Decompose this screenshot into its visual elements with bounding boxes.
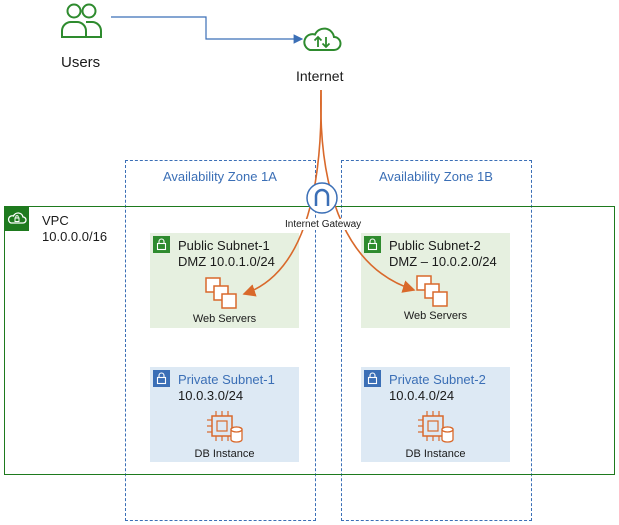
availability-zone-1a-label: Availability Zone 1A <box>163 169 277 184</box>
public-subnet-2-caption: Web Servers <box>403 310 468 322</box>
lock-icon <box>153 236 170 253</box>
public-subnet-1-cidr: DMZ 10.0.1.0/24 <box>178 254 275 269</box>
web-servers-icon <box>205 277 243 318</box>
lock-icon <box>364 370 381 387</box>
internet-gateway-label: Internet Gateway <box>284 219 363 230</box>
db-instance-icon <box>417 410 457 451</box>
internet-cloud-icon <box>302 23 342 60</box>
availability-zone-1b <box>341 160 532 521</box>
vpc-cidr: 10.0.0.0/16 <box>42 229 108 244</box>
private-subnet-1-name: Private Subnet-1 <box>178 372 275 387</box>
lock-icon <box>153 370 170 387</box>
db-instance-icon <box>206 410 246 451</box>
public-subnet-1-name: Public Subnet-1 <box>178 238 270 253</box>
users-icon <box>59 2 103 45</box>
public-subnet-2-name: Public Subnet-2 <box>389 238 481 253</box>
private-subnet-2-name: Private Subnet-2 <box>389 372 486 387</box>
private-subnet-2: Private Subnet-2 10.0.4.0/24 DB Instance <box>361 367 510 462</box>
internet-label: Internet <box>296 68 344 84</box>
private-subnet-2-caption: DB Instance <box>405 448 466 460</box>
vpc-name: VPC <box>42 213 69 228</box>
lock-icon <box>364 236 381 253</box>
public-subnet-2: Public Subnet-2 DMZ – 10.0.2.0/24 Web Se… <box>361 233 510 328</box>
private-subnet-1-cidr: 10.0.3.0/24 <box>178 388 244 403</box>
public-subnet-1: Public Subnet-1 DMZ 10.0.1.0/24 Web Serv… <box>150 233 299 328</box>
web-servers-icon <box>416 275 454 316</box>
vpc-cloud-icon <box>5 207 29 231</box>
availability-zone-1a <box>125 160 316 521</box>
internet-gateway-icon <box>306 182 338 219</box>
private-subnet-2-cidr: 10.0.4.0/24 <box>389 388 455 403</box>
users-label: Users <box>61 54 101 71</box>
private-subnet-1: Private Subnet-1 10.0.3.0/24 DB Instance <box>150 367 299 462</box>
availability-zone-1b-label: Availability Zone 1B <box>379 169 493 184</box>
public-subnet-1-caption: Web Servers <box>192 313 257 325</box>
public-subnet-2-cidr: DMZ – 10.0.2.0/24 <box>389 254 497 269</box>
private-subnet-1-caption: DB Instance <box>194 448 255 460</box>
users-to-internet-connector <box>111 16 304 44</box>
